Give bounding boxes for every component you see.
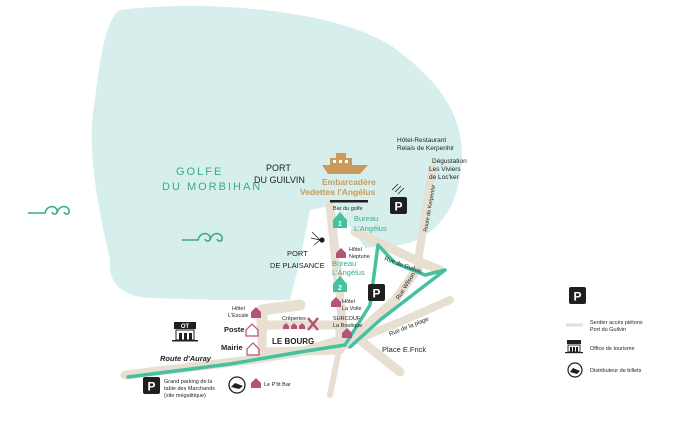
hotel-icon <box>251 307 261 318</box>
surcouf-label: SURCOUF <box>333 316 361 322</box>
hotel-escale-label: L'Escale <box>228 313 249 319</box>
legend-footpath-label: Sentier accès piétons <box>590 320 643 326</box>
parking-icon: P <box>368 284 385 301</box>
hotel-la-voile-label: La Voile <box>342 306 362 312</box>
road-kerpenhir <box>414 164 436 266</box>
bureau-angelus-label: L'Angélus <box>354 224 387 233</box>
road-rue-plage <box>351 296 454 344</box>
lighthouse-icon <box>310 231 325 246</box>
road-rue-wilson <box>340 260 425 350</box>
post-office-icon <box>245 323 259 337</box>
port-guilvin-label: PORT <box>266 163 291 173</box>
embarcadere-label: Embarcadère <box>322 177 376 187</box>
marker-bureau-1: 1 <box>333 212 347 228</box>
gulf-label: DU MORBIHAN <box>162 181 262 193</box>
svg-text:P: P <box>147 380 155 394</box>
le-bourg-label: LE BOURG <box>272 337 314 346</box>
svg-text:OT: OT <box>181 324 190 330</box>
port-plaisance-label: DE PLAISANCE <box>270 261 325 270</box>
marker-number: 2 <box>338 285 342 292</box>
gulf-water <box>91 6 462 301</box>
bureau-angelus-label: L'Angélus <box>332 268 365 277</box>
shop-icon <box>342 328 352 338</box>
tourism-office-icon: OT <box>172 322 198 342</box>
legend-tourism-office-icon <box>565 340 583 354</box>
pedestrian-route <box>126 243 447 379</box>
legend-footpath-label: Port du Guilvin <box>590 327 626 333</box>
road-place-frick <box>355 335 405 377</box>
poste-label: Poste <box>224 325 244 334</box>
svg-text:P: P <box>372 287 380 301</box>
pier <box>330 200 368 203</box>
svg-text:P: P <box>573 290 581 304</box>
map-legend: P Sentier accès piétons Port du Guilvin … <box>565 287 643 378</box>
road-quay <box>325 200 350 350</box>
legend-ticket-machine-label: Distributeur de billets <box>590 368 642 374</box>
embarcadere-label: Vedettes l'Angélus <box>300 187 376 197</box>
surcouf-label: La Boutique <box>333 323 362 329</box>
svg-text:P: P <box>394 200 402 214</box>
parking-label: Grand parking de la <box>164 379 213 385</box>
ticket-machine-icon <box>228 376 246 394</box>
parking-icon: P <box>143 377 160 394</box>
legend-parking-icon: P <box>569 287 586 304</box>
marker-number: 1 <box>338 221 342 228</box>
hotel-restaurant-label: Hôtel-Restaurant <box>397 137 446 144</box>
bureau-angelus-label: Bureau <box>332 259 356 268</box>
restaurant-icon <box>307 317 319 331</box>
town-hall-icon <box>246 342 260 356</box>
parking-icon: P <box>390 183 407 214</box>
wave-icon <box>28 205 70 215</box>
hotel-escale-label: Hôtel <box>232 306 245 312</box>
wave-icon <box>182 232 223 242</box>
port-guilvin-label: DU GUILVIN <box>254 175 305 185</box>
parking-label: (site mégalitique) <box>164 393 206 399</box>
degustation-label: de Loc'ker <box>429 174 460 181</box>
road-southwest <box>327 342 343 398</box>
degustation-label: Dégustation <box>432 158 467 165</box>
hotel-restaurant-label: Relais de Kerpenhir <box>397 145 455 152</box>
creperies-label: Crêperies <box>282 316 306 322</box>
marker-bureau-2: 2 <box>333 276 347 292</box>
ferry-boat-icon <box>322 153 368 174</box>
hotel-neptune-label: Neptune <box>349 254 370 260</box>
port-plaisance-label: PORT <box>287 249 308 258</box>
legend-ticket-machine-icon <box>567 362 583 378</box>
bureau-angelus-label: Bureau <box>354 214 378 223</box>
hotel-icon <box>331 297 341 307</box>
gulf-label: GOLFE <box>176 166 223 178</box>
hotel-neptune-label: Hôtel <box>349 247 362 253</box>
route-auray-label: Route d'Auray <box>160 354 212 363</box>
hotel-la-voile-label: Hôtel <box>342 299 355 305</box>
bar-du-golfe-label: Bar du golfe <box>333 206 363 212</box>
legend-tourism-office-label: Office de tourisme <box>590 346 635 352</box>
place-frick-label: Place E.Frick <box>382 345 426 354</box>
le-ptit-bar-label: Le P'tit Bar <box>264 382 291 388</box>
parking-label: table des Marchands <box>164 386 215 392</box>
degustation-label: Les Viviers <box>429 166 461 173</box>
creperie-icons <box>283 323 305 329</box>
mairie-label: Mairie <box>221 343 243 352</box>
hotel-icon <box>336 248 346 258</box>
bar-icon <box>251 378 261 388</box>
road-wilson-label: Rue Wilson <box>396 272 417 301</box>
